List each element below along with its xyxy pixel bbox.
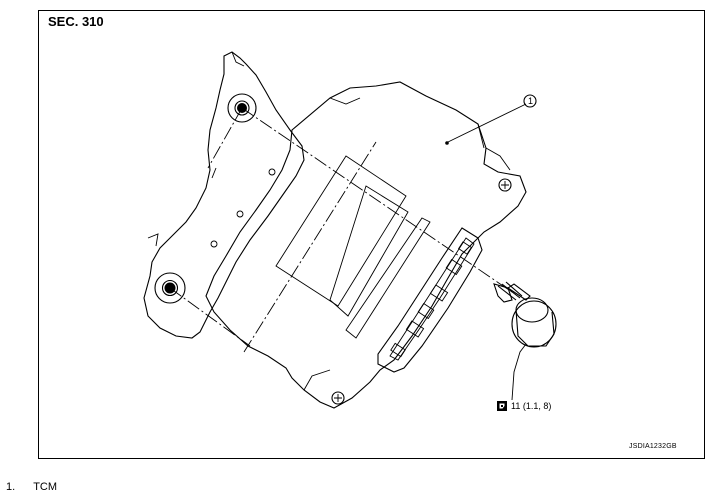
housing-screw-lower	[331, 391, 345, 405]
legend: 1. TCM	[6, 481, 57, 493]
housing-screw-upper	[498, 178, 512, 192]
legend-label: TCM	[33, 481, 58, 493]
torque-wrench-icon	[497, 401, 507, 411]
tcm-housing	[205, 81, 527, 409]
figure-id: JSDIA1232GB	[629, 443, 677, 450]
bolt	[493, 281, 557, 348]
callout-number: 1	[527, 96, 533, 106]
figure-frame	[38, 10, 705, 459]
section-label: SEC. 310	[48, 14, 104, 29]
alignment-lines	[169, 107, 513, 353]
tcm-connector	[377, 227, 483, 373]
bracket-hole-lower	[154, 272, 186, 304]
bracket-studs	[210, 168, 276, 248]
legend-number: 1.	[6, 481, 16, 493]
torque-spec: 11 (1.1, 8)	[497, 401, 551, 411]
mounting-bracket	[143, 51, 305, 339]
torque-leader	[511, 343, 527, 401]
torque-value: 11 (1.1, 8)	[511, 401, 552, 411]
callout-leader	[445, 94, 537, 145]
